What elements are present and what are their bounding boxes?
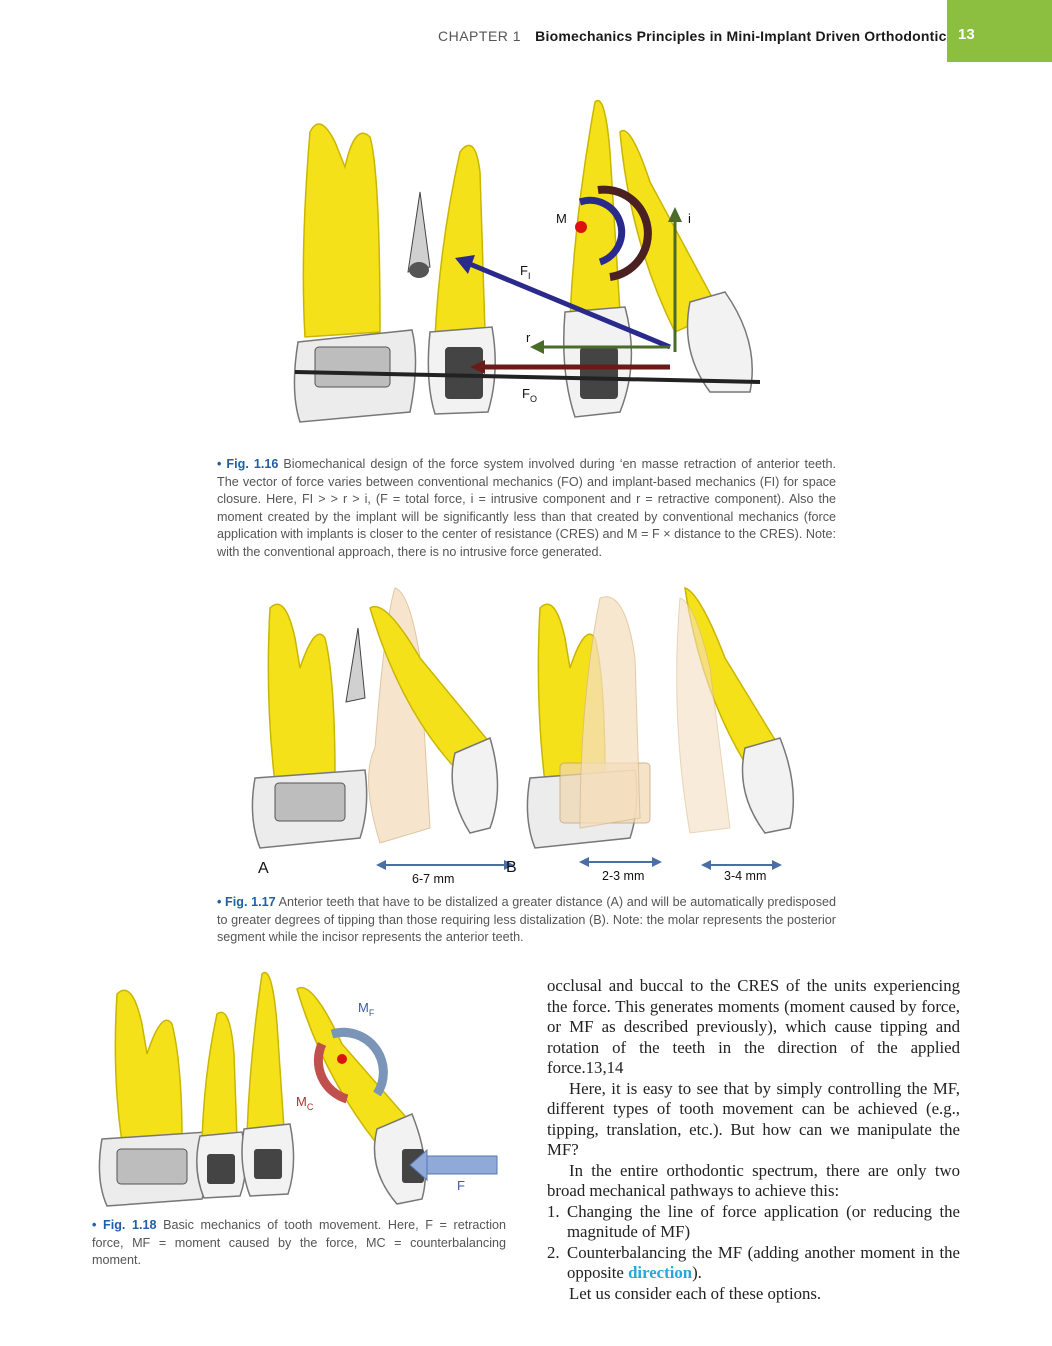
paragraph-4: Let us consider each of these options.: [569, 1283, 822, 1303]
molar-tube: [314, 346, 391, 388]
paragraph-1: occlusal and buccal to the CRES of the u…: [547, 976, 960, 1077]
panel-b-label: B: [506, 859, 517, 876]
distance-b1-label: 2-3 mm: [602, 869, 644, 883]
figure-1-18-illustration: MF MC F: [98, 971, 498, 1207]
distance-b2-label: 3-4 mm: [724, 869, 766, 883]
figure-1-16-caption-text: Biomechanical design of the force system…: [217, 457, 837, 559]
b-incisor-crown: [741, 737, 795, 834]
figure-1-16-illustration: M i FI r FO: [293, 99, 761, 423]
figure-1-16-caption: • Fig. 1.16 Biomechanical design of the …: [217, 456, 836, 561]
list-item-2-text: Counterbalancing the MF (adding another …: [567, 1242, 960, 1283]
a-incisor-crown: [451, 736, 499, 834]
chapter-title: Biomechanics Principles in Mini-Implant …: [535, 28, 955, 44]
distance-a-label: 6-7 mm: [412, 872, 454, 886]
label-fi: FI: [520, 263, 530, 281]
canine-bracket: [580, 347, 618, 399]
paragraph-3: In the entire orthodontic spectrum, ther…: [547, 1160, 960, 1201]
figure-1-18-caption: • Fig. 1.18 Basic mechanics of tooth mov…: [92, 1217, 506, 1270]
label-i: i: [688, 211, 691, 226]
figure-1-17-caption: • Fig. 1.17 Anterior teeth that have to …: [217, 894, 836, 947]
list-item-1-number: 1.: [547, 1201, 560, 1221]
b-premolar-faded: [579, 596, 641, 829]
implant-moment-arrow: [578, 196, 626, 266]
premolar-1-root: [201, 1011, 238, 1143]
label-mc: MC: [296, 1094, 314, 1112]
figure-1-17-label: • Fig. 1.17: [217, 895, 276, 909]
incisor-crown: [686, 291, 753, 393]
conventional-moment-arrow: [597, 185, 652, 281]
center-of-resistance: [575, 221, 587, 233]
list-item-1: 1. Changing the line of force applicatio…: [547, 1202, 960, 1243]
label-mf: MF: [358, 1000, 375, 1018]
force-moment-arrow: [330, 1027, 388, 1097]
premolar-2-root: [246, 971, 285, 1135]
label-fo: FO: [522, 386, 537, 404]
center-of-resistance: [337, 1054, 347, 1064]
panel-a-label: A: [258, 860, 269, 877]
figure-1-17-illustration: A B 6-7 mm 2-3 mm 3-4 mm: [251, 586, 795, 886]
body-text-column: occlusal and buccal to the CRES of the u…: [547, 976, 960, 1304]
premolar-1-bracket: [207, 1154, 235, 1184]
implant-force-vector: [464, 259, 671, 350]
archwire: [294, 370, 761, 384]
list-item-2-number: 2.: [547, 1242, 560, 1262]
figure-1-16-label: • Fig. 1.16: [217, 457, 279, 471]
a-molar-root: [267, 603, 336, 784]
figure-1-17-caption-text: Anterior teeth that have to be distalize…: [217, 895, 836, 944]
page-number-tab: [947, 0, 1052, 62]
premolar-bracket: [445, 347, 483, 399]
running-header: CHAPTER 1 Biomechanics Principles in Min…: [438, 28, 955, 44]
chapter-label: CHAPTER 1: [438, 28, 522, 44]
direction-link[interactable]: direction: [628, 1263, 693, 1282]
premolar-2-bracket: [254, 1149, 282, 1179]
canine-root: [569, 99, 621, 318]
list-item-2: 2. Counterbalancing the MF (adding anoth…: [547, 1242, 960, 1283]
a-implant: [345, 627, 366, 703]
molar-root: [114, 989, 183, 1143]
incisor-root: [619, 129, 722, 333]
molar-root: [302, 123, 381, 338]
figure-1-18-label: • Fig. 1.18: [92, 1218, 157, 1232]
label-r: r: [526, 330, 531, 345]
premolar-root: [434, 144, 486, 338]
list-item-1-text: Changing the line of force application (…: [567, 1201, 960, 1242]
paragraph-2: Here, it is easy to see that by simply c…: [547, 1078, 960, 1160]
label-f: F: [457, 1178, 465, 1193]
label-m: M: [556, 211, 567, 226]
mini-implant: [407, 191, 431, 273]
figure-1-18-caption-text: Basic mechanics of tooth movement. Here,…: [92, 1218, 506, 1267]
counterbalancing-moment-arrow: [313, 1042, 349, 1104]
page-number: 13: [958, 26, 975, 43]
retraction-force-arrow: [421, 1155, 498, 1175]
